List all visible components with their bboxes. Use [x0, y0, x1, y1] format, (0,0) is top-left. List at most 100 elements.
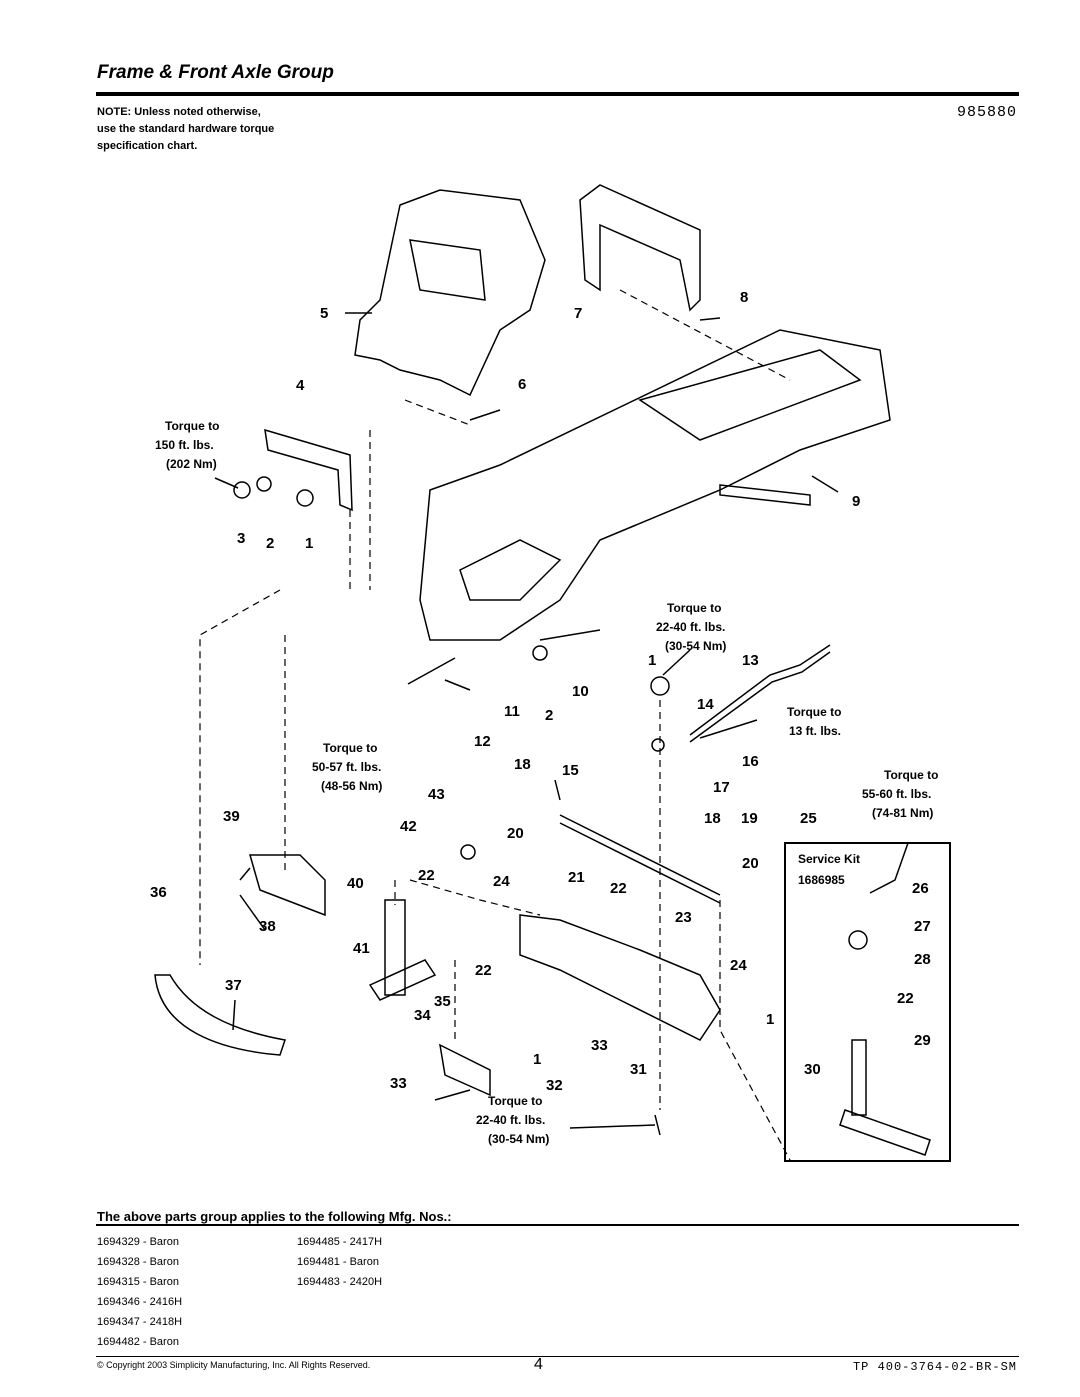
callout-40: 40: [347, 875, 364, 892]
callout-36: 36: [150, 884, 167, 901]
callout-20: 20: [507, 825, 524, 842]
callout-16: 16: [742, 753, 759, 770]
note-line: specification chart.: [97, 140, 198, 152]
callout-35: 35: [434, 993, 451, 1010]
torque-note-150: Torque to 150 ft. lbs. (202 Nm): [155, 419, 223, 471]
cross-rod-part: [719, 484, 811, 506]
torque-note-22-40-lower: Torque to 22-40 ft. lbs. (30-54 Nm): [476, 1094, 549, 1146]
callout-1: 1: [648, 652, 656, 669]
callout-31: 31: [630, 1061, 647, 1078]
callout-23: 23: [675, 909, 692, 926]
callout-1: 1: [305, 535, 313, 552]
list-item: 1694315 - Baron: [97, 1276, 179, 1288]
callout-14: 14: [697, 696, 714, 713]
bolt-part: [444, 679, 471, 691]
callout-43: 43: [428, 786, 445, 803]
callout-28: 28: [914, 951, 931, 968]
lower-bracket-part: [439, 1043, 491, 1097]
bolt-part: [699, 317, 721, 321]
list-item: 1694328 - Baron: [97, 1256, 179, 1268]
nut-part: [650, 676, 670, 696]
list-item: 1694482 - Baron: [97, 1336, 179, 1348]
dash-support-part: [354, 189, 546, 397]
bolt-part: [434, 1089, 471, 1101]
washer-part: [651, 738, 665, 752]
list-item: 1694346 - 2416H: [97, 1296, 183, 1308]
applies-heading: The above parts group applies to the fol…: [97, 1209, 452, 1224]
mfg-list-col1: 1694329 - Baron 1694328 - Baron 1694315 …: [97, 1232, 182, 1352]
list-item: 1694483 - 2420H: [297, 1276, 383, 1288]
steering-rod-part: [689, 644, 831, 736]
nut-part: [233, 481, 251, 499]
list-item: 1694347 - 2418H: [97, 1316, 183, 1328]
callout-8: 8: [740, 289, 748, 306]
callout-21: 21: [568, 869, 585, 886]
tie-rod-part: [559, 814, 721, 896]
callout-24: 24: [493, 873, 510, 890]
torque-note-55-60: Torque to 55-60 ft. lbs. (74-81 Nm): [862, 768, 942, 820]
callout-33: 33: [591, 1037, 608, 1054]
callout-32: 32: [546, 1077, 563, 1094]
page-title: Frame & Front Axle Group: [97, 62, 334, 83]
spindle-kit-part: [851, 1039, 867, 1116]
callout-11: 11: [504, 703, 520, 720]
callout-9: 9: [852, 493, 860, 510]
callout-18: 18: [704, 810, 721, 827]
spindle-part: [384, 899, 406, 996]
callout-42: 42: [400, 818, 417, 835]
applies-rule: [96, 1224, 1019, 1226]
callout-1: 1: [533, 1051, 541, 1068]
callout-19: 19: [741, 810, 758, 827]
service-kit-label: Service Kit: [798, 852, 860, 866]
main-frame-part: [419, 329, 891, 641]
callout-27: 27: [914, 918, 931, 935]
torque-note-13: Torque to 13 ft. lbs.: [787, 705, 845, 738]
callout-5: 5: [320, 305, 328, 322]
bolt-part: [654, 1114, 661, 1136]
note-line: use the standard hardware torque: [97, 123, 275, 135]
title-rule: [96, 92, 1019, 96]
callout-22: 22: [475, 962, 492, 979]
callout-38: 38: [259, 918, 276, 935]
bumper-part: [154, 974, 286, 1056]
torque-note: NOTE: Unless noted otherwise, use the st…: [97, 104, 347, 155]
washer-part: [532, 645, 548, 661]
washer-part: [256, 476, 272, 492]
plate-part: [249, 854, 326, 917]
list-item: 1694329 - Baron: [97, 1236, 179, 1248]
callout-13: 13: [742, 652, 759, 669]
callout-22: 22: [897, 990, 914, 1007]
callout-33: 33: [390, 1075, 407, 1092]
nut-part: [460, 844, 476, 860]
mfg-list-col2: 1694485 - 2417H 1694481 - Baron 1694483 …: [297, 1232, 382, 1292]
callout-30: 30: [804, 1061, 821, 1078]
bolt-part: [554, 779, 561, 801]
list-item: 1694481 - Baron: [297, 1256, 379, 1268]
callout-41: 41: [353, 940, 370, 957]
callout-12: 12: [474, 733, 491, 750]
callout-17: 17: [713, 779, 730, 796]
page-number: 4: [534, 1356, 543, 1373]
callout-29: 29: [914, 1032, 931, 1049]
list-item: 1694485 - 2417H: [297, 1236, 383, 1248]
document-number: 985880: [956, 104, 1017, 121]
axle-bracket-part: [264, 428, 353, 512]
callout-26: 26: [912, 880, 929, 897]
front-axle-part: [519, 914, 721, 1041]
callout-15: 15: [562, 762, 579, 779]
nut-part: [296, 489, 314, 507]
service-kit-number: 1686985: [798, 873, 845, 887]
note-line: NOTE: Unless noted otherwise,: [97, 106, 261, 118]
callout-22: 22: [418, 867, 435, 884]
copyright-text: © Copyright 2003 Simplicity Manufacturin…: [97, 1360, 371, 1370]
upper-bracket-part: [579, 184, 701, 312]
footer-rule: [96, 1356, 1019, 1357]
callout-2: 2: [266, 535, 274, 552]
bolt-part: [539, 629, 601, 641]
callout-2: 2: [545, 707, 553, 724]
torque-note-50-57: Torque to 50-57 ft. lbs. (48-56 Nm): [312, 741, 385, 793]
callout-24: 24: [730, 957, 747, 974]
callout-3: 3: [237, 530, 245, 547]
callout-10: 10: [572, 683, 589, 700]
